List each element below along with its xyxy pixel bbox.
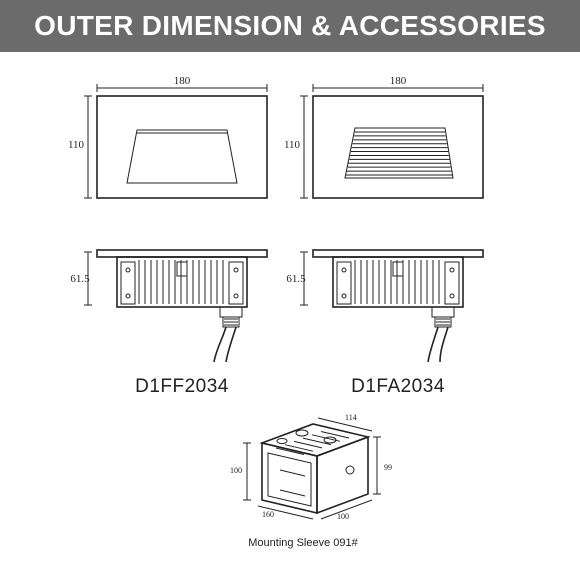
slat-line bbox=[311, 434, 341, 442]
mounting-sleeve: 114 100 99 160 100 Mounting Sleeve 091# bbox=[230, 413, 392, 549]
front-view-right: 180 110 bbox=[284, 75, 484, 199]
center-clip bbox=[176, 261, 188, 277]
depth-label: 61.5 bbox=[70, 273, 90, 285]
side-knockout bbox=[345, 465, 355, 475]
model-label-right: D1FA2034 bbox=[351, 376, 445, 397]
side-view-right: 61.5 bbox=[286, 249, 484, 363]
end-bracket-left bbox=[336, 261, 352, 305]
sleeve-opening bbox=[267, 452, 312, 507]
cable bbox=[427, 326, 439, 363]
slat-line bbox=[320, 431, 350, 439]
height-label: 110 bbox=[68, 139, 85, 151]
end-bracket-right bbox=[228, 261, 244, 305]
technical-drawing: 180 110 180 110 61.5 bbox=[68, 75, 484, 549]
cooling-fins bbox=[138, 260, 224, 304]
sleeve-bottom-left-dim: 160 bbox=[262, 510, 274, 519]
sleeve-bottom-right-dim: 100 bbox=[337, 512, 349, 521]
light-window bbox=[126, 129, 238, 184]
side-view-left: 61.5 bbox=[70, 249, 268, 363]
housing-body bbox=[332, 256, 464, 308]
housing-body bbox=[116, 256, 248, 308]
faceplate-flange bbox=[96, 249, 268, 258]
center-clip bbox=[392, 261, 404, 277]
cooling-fins bbox=[354, 260, 440, 304]
model-label-left: D1FF2034 bbox=[135, 376, 229, 397]
faceplate-flange bbox=[312, 249, 484, 258]
width-label: 180 bbox=[174, 75, 191, 87]
end-bracket-right bbox=[444, 261, 460, 305]
sleeve-left-dim: 100 bbox=[230, 466, 242, 475]
louvered-window bbox=[344, 127, 454, 179]
front-view-left: 180 110 bbox=[68, 75, 268, 199]
width-label: 180 bbox=[390, 75, 407, 87]
slat-line bbox=[293, 440, 323, 449]
slat-line bbox=[302, 437, 332, 446]
sleeve-side-face bbox=[316, 435, 369, 515]
sleeve-slats bbox=[275, 431, 350, 455]
cable bbox=[213, 326, 227, 363]
slat-line bbox=[275, 447, 305, 455]
sleeve-top-face bbox=[259, 423, 371, 457]
cable-gland bbox=[431, 306, 455, 318]
page-title: OUTER DIMENSION & ACCESSORIES bbox=[34, 10, 546, 41]
end-bracket-left bbox=[120, 261, 136, 305]
cable-gland bbox=[219, 306, 243, 318]
slat-line bbox=[284, 444, 314, 452]
faceplate-outline bbox=[96, 95, 268, 199]
header-banner: OUTER DIMENSION & ACCESSORIES bbox=[0, 0, 580, 52]
height-label: 110 bbox=[284, 139, 301, 151]
faceplate-outline bbox=[312, 95, 484, 199]
louver-lines bbox=[346, 131, 452, 176]
sleeve-top-dim: 114 bbox=[345, 413, 357, 422]
sleeve-caption: Mounting Sleeve 091# bbox=[248, 537, 358, 549]
depth-label: 61.5 bbox=[286, 273, 306, 285]
sleeve-right-dim: 99 bbox=[384, 463, 392, 472]
